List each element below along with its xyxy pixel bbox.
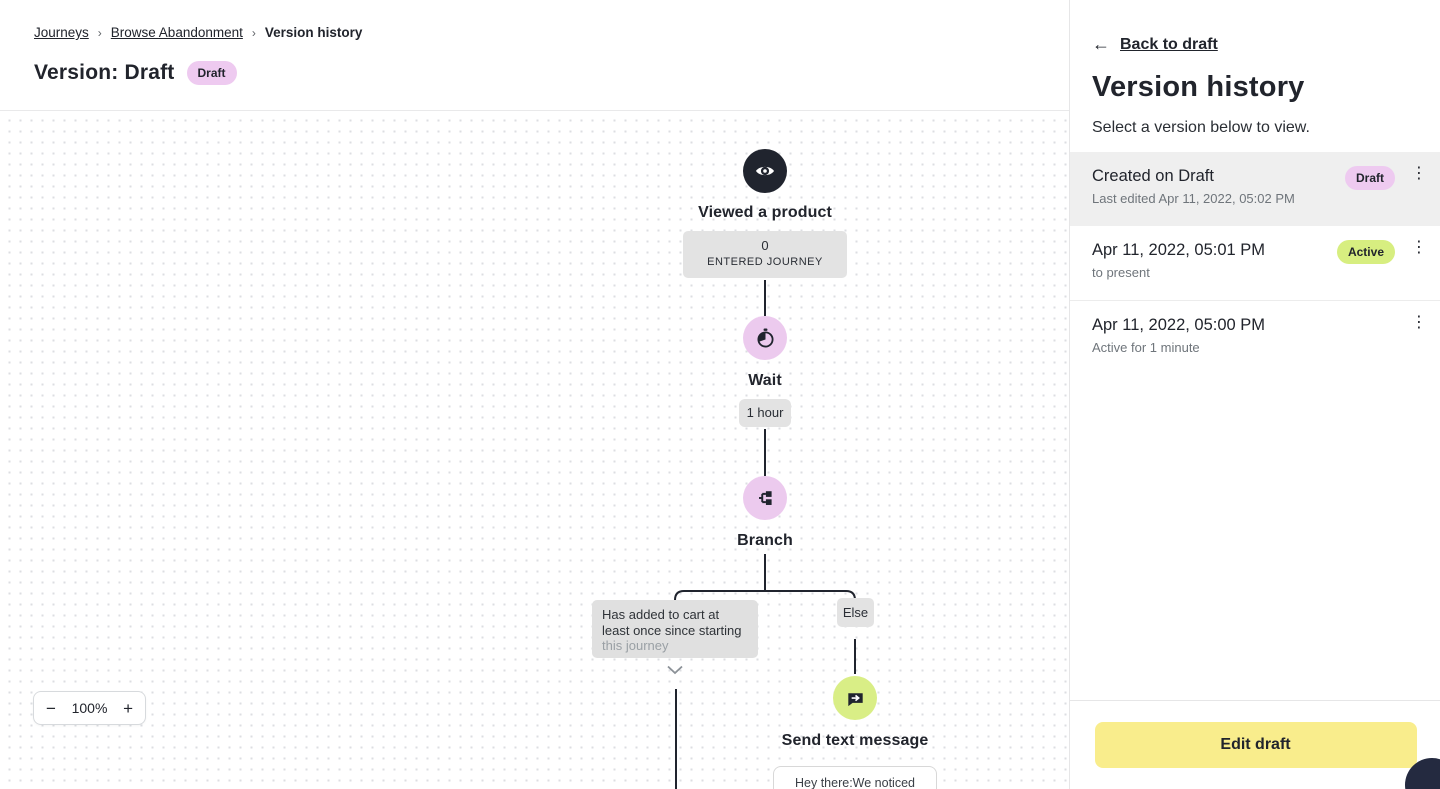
back-to-draft-link[interactable]: ← Back to draft: [1092, 34, 1418, 55]
chevron-right-icon: ›: [97, 25, 102, 40]
draft-status-badge: Draft: [186, 61, 237, 85]
zoom-level: 100%: [71, 700, 108, 716]
zoom-control: − 100% +: [33, 691, 146, 725]
chevron-right-icon: ›: [251, 25, 256, 40]
version-row-draft[interactable]: Created on Draft Last edited Apr 11, 202…: [1070, 152, 1440, 226]
branch-node-title: Branch: [737, 532, 793, 549]
draft-badge: Draft: [1344, 166, 1395, 190]
branch-else-label[interactable]: Else: [837, 598, 874, 627]
back-arrow-icon: ←: [1092, 34, 1110, 54]
trigger-stats-box: 0 ENTERED JOURNEY: [683, 231, 847, 278]
panel-title: Version history: [1092, 71, 1305, 103]
journey-canvas[interactable]: Journeys › Browse Abandonment › Version …: [0, 0, 1069, 789]
breadcrumb: Journeys › Browse Abandonment › Version …: [34, 25, 362, 40]
eye-icon: [756, 166, 774, 176]
version-subtitle: Last edited Apr 11, 2022, 05:02 PM: [1092, 191, 1295, 206]
sms-node-title: Send text message: [781, 732, 929, 749]
kebab-menu-icon[interactable]: ⋮: [1411, 239, 1427, 256]
kebab-menu-icon[interactable]: ⋮: [1411, 165, 1427, 182]
wait-duration-box: 1 hour: [739, 399, 791, 427]
branch-icon: [759, 491, 772, 505]
version-title: Apr 11, 2022, 05:01 PM: [1092, 241, 1266, 259]
trigger-node-title: Viewed a product: [698, 204, 832, 221]
version-row-active[interactable]: Apr 11, 2022, 05:01 PM to present Active…: [1070, 226, 1440, 301]
branch-node[interactable]: [743, 476, 787, 520]
version-title: Apr 11, 2022, 05:00 PM: [1092, 316, 1266, 334]
active-badge: Active: [1336, 240, 1395, 264]
canvas-header: Journeys › Browse Abandonment › Version …: [0, 0, 1069, 111]
page-title: Version: Draft: [34, 61, 175, 84]
panel-subtitle: Select a version below to view.: [1092, 119, 1310, 136]
breadcrumb-flow-link[interactable]: Browse Abandonment: [110, 25, 243, 40]
zoom-in-button[interactable]: +: [123, 698, 133, 718]
back-to-draft-label: Back to draft: [1120, 35, 1218, 53]
condition-line: least once since starting: [602, 622, 742, 638]
send-text-message-node[interactable]: [833, 676, 877, 720]
message-icon: [847, 692, 863, 706]
entered-journey-label: ENTERED JOURNEY: [707, 256, 823, 268]
chevron-down-icon[interactable]: [665, 663, 685, 681]
branch-condition-label[interactable]: Has added to cart at least once since st…: [592, 600, 758, 658]
version-subtitle: to present: [1092, 265, 1150, 280]
version-title: Created on Draft: [1092, 167, 1214, 185]
edit-draft-button[interactable]: Edit draft: [1094, 722, 1417, 768]
condition-line-truncated: this journey: [602, 638, 669, 653]
version-history-panel: ← Back to draft Version history Select a…: [1069, 0, 1440, 789]
version-list: Created on Draft Last edited Apr 11, 202…: [1070, 152, 1440, 375]
breadcrumb-current: Version history: [264, 25, 363, 40]
wait-node-title: Wait: [748, 372, 782, 389]
trigger-node[interactable]: [743, 149, 787, 193]
breadcrumb-journeys-link[interactable]: Journeys: [34, 25, 89, 40]
wait-node[interactable]: [743, 316, 787, 360]
entered-journey-count: 0: [761, 238, 769, 253]
panel-footer: Edit draft: [1070, 700, 1440, 789]
sms-preview-box[interactable]: Hey there:We noticed: [773, 766, 937, 789]
version-subtitle: Active for 1 minute: [1092, 340, 1200, 355]
kebab-menu-icon[interactable]: ⋮: [1411, 314, 1427, 331]
stopwatch-icon: [756, 327, 774, 347]
condition-line: Has added to cart at: [602, 607, 720, 622]
canvas-dot-grid: [0, 111, 1069, 789]
zoom-out-button[interactable]: −: [46, 698, 56, 718]
version-row-previous[interactable]: Apr 11, 2022, 05:00 PM Active for 1 minu…: [1070, 301, 1440, 375]
